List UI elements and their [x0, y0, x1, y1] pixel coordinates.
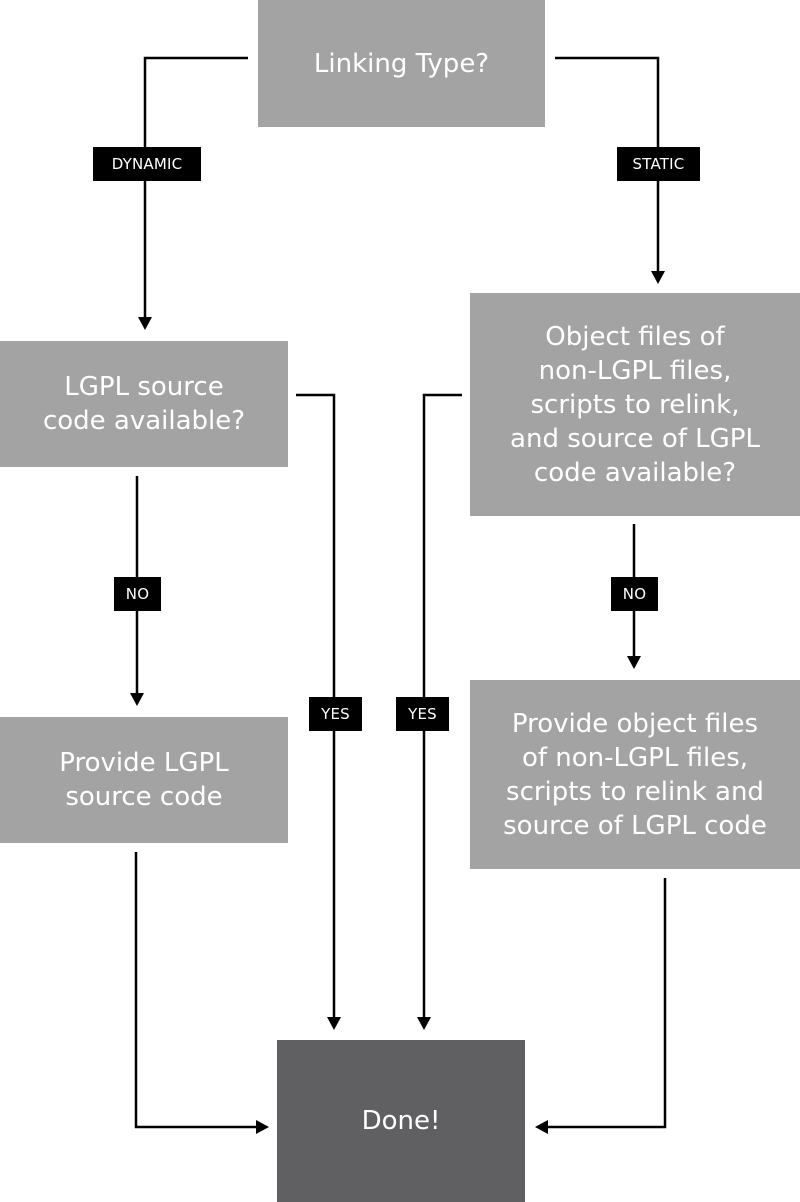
node-provide-object-files: Provide object files of non-LGPL files, …: [470, 680, 800, 869]
arrowhead-provide-left-to-done: [256, 1120, 269, 1134]
connector-provide-right-to-done: [547, 878, 667, 1129]
connector-static: [555, 56, 660, 272]
edge-label-static: STATIC: [617, 147, 700, 181]
edge-label-no-left: NO: [114, 577, 161, 611]
arrowhead-no-right: [627, 656, 641, 669]
edge-label-no-right: NO: [611, 577, 658, 611]
node-provide-lgpl-source: Provide LGPL source code: [0, 717, 288, 843]
edge-label-dynamic: DYNAMIC: [93, 147, 201, 181]
edge-label-yes-left: YES: [309, 697, 362, 731]
arrowhead-yes-right: [417, 1017, 431, 1030]
arrowhead-provide-right-to-done: [535, 1120, 548, 1134]
connector-provide-left-to-done: [134, 852, 257, 1129]
arrowhead-no-left: [130, 693, 144, 706]
node-object-files-available: Object files of non-LGPL files, scripts …: [470, 293, 800, 516]
connector-yes-right: [422, 393, 462, 1018]
node-done: Done!: [277, 1040, 525, 1202]
connector-yes-left: [296, 393, 336, 1018]
edge-label-yes-right: YES: [396, 697, 449, 731]
arrowhead-dynamic: [138, 317, 152, 330]
arrowhead-static: [651, 271, 665, 284]
node-lgpl-source-available: LGPL source code available?: [0, 341, 288, 467]
node-linking-type: Linking Type?: [258, 0, 545, 127]
connector-dynamic: [143, 56, 248, 318]
arrowhead-yes-left: [327, 1017, 341, 1030]
